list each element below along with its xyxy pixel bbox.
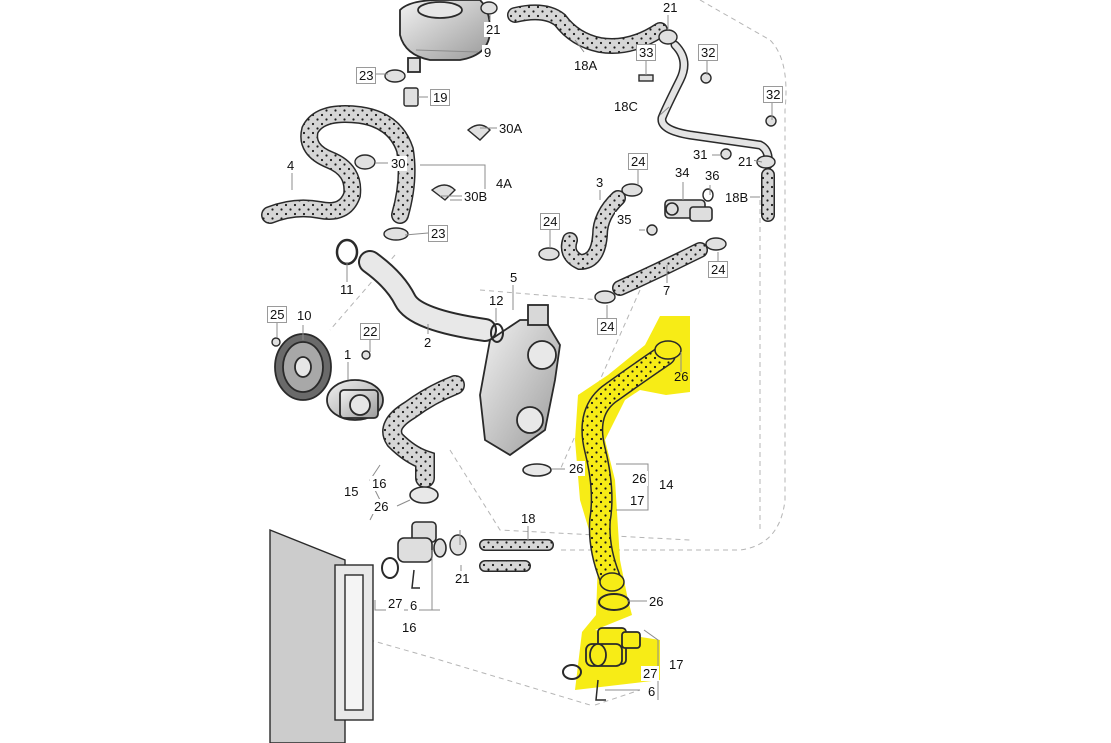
part-label-3: 3 bbox=[594, 175, 606, 190]
part-label-17-upper: 17 bbox=[628, 493, 647, 508]
part-label-32-right: 32 bbox=[763, 86, 784, 103]
o-ring-11 bbox=[335, 238, 359, 266]
part-label-26-highlight-lower: 26 bbox=[647, 594, 666, 609]
part-label-1: 1 bbox=[342, 347, 354, 362]
part-label-30b: 30B bbox=[462, 189, 490, 204]
hose-clip-26-lower bbox=[598, 593, 630, 611]
part-label-9: 9 bbox=[482, 45, 494, 60]
part-label-2: 2 bbox=[422, 335, 434, 350]
connector-34 bbox=[664, 199, 713, 222]
part-label-6-lower: 6 bbox=[646, 684, 658, 699]
part-label-26-thermostat: 26 bbox=[567, 461, 586, 476]
part-label-34: 34 bbox=[673, 165, 692, 180]
part-label-19: 19 bbox=[430, 89, 451, 106]
part-label-33: 33 bbox=[636, 44, 657, 61]
part-label-14: 14 bbox=[657, 477, 676, 492]
o-ring-12 bbox=[490, 323, 504, 343]
part-label-24-top: 24 bbox=[628, 153, 649, 170]
part-label-22: 22 bbox=[360, 323, 381, 340]
water-pump-1 bbox=[326, 379, 384, 421]
part-label-18b: 18B bbox=[723, 190, 751, 205]
part-label-18a: 18A bbox=[572, 58, 600, 73]
t-connector-17 bbox=[585, 627, 641, 667]
part-label-30a: 30A bbox=[497, 121, 525, 136]
o-ring-27-lower bbox=[562, 664, 582, 680]
hose-14-end-upper bbox=[654, 340, 682, 360]
part-label-31: 31 bbox=[691, 147, 710, 162]
part-label-21-bottom: 21 bbox=[453, 571, 472, 586]
part-label-26-highlight-top: 26 bbox=[674, 369, 689, 384]
part-label-32-top: 32 bbox=[698, 44, 719, 61]
connector-16 bbox=[397, 521, 447, 563]
part-label-23-mid: 23 bbox=[428, 225, 449, 242]
thermostat-housing bbox=[479, 304, 561, 457]
part-label-16-upper: 16 bbox=[370, 476, 389, 491]
part-label-25: 25 bbox=[267, 306, 288, 323]
part-label-17-lower: 17 bbox=[667, 657, 686, 672]
part-label-30: 30 bbox=[389, 156, 408, 171]
part-label-21-right: 21 bbox=[736, 154, 755, 169]
part-label-6-upper: 6 bbox=[408, 598, 420, 613]
part-label-12: 12 bbox=[487, 293, 506, 308]
part-label-36: 36 bbox=[703, 168, 722, 183]
clip-6-upper bbox=[411, 569, 420, 589]
part-label-15: 15 bbox=[342, 484, 361, 499]
part-label-7: 7 bbox=[661, 283, 673, 298]
part-label-10: 10 bbox=[295, 308, 314, 323]
o-ring-27-upper bbox=[381, 557, 399, 579]
part-label-24-bottom: 24 bbox=[597, 318, 618, 335]
part-label-21-right-top: 21 bbox=[661, 0, 680, 15]
radiator bbox=[269, 528, 374, 743]
expansion-tank bbox=[399, 0, 491, 73]
pulley-10 bbox=[274, 333, 332, 401]
part-label-24-left: 24 bbox=[540, 213, 561, 230]
clip-26-hose-15 bbox=[409, 486, 439, 504]
part-label-21-top: 21 bbox=[484, 22, 503, 37]
part-label-23-top: 23 bbox=[356, 67, 377, 84]
part-label-27-lower: 27 bbox=[641, 666, 660, 681]
part-label-18c: 18C bbox=[612, 99, 640, 114]
part-label-26-hose15: 26 bbox=[372, 499, 391, 514]
part-label-35: 35 bbox=[615, 212, 634, 227]
part-label-4: 4 bbox=[285, 158, 297, 173]
clip-26-thermostat bbox=[522, 463, 552, 477]
clip-6-lower bbox=[595, 679, 606, 701]
part-label-4a: 4A bbox=[494, 176, 514, 191]
pipe-18c bbox=[657, 40, 773, 170]
part-label-24-right: 24 bbox=[708, 261, 729, 278]
part-label-11: 11 bbox=[338, 282, 356, 297]
part-label-5: 5 bbox=[508, 270, 520, 285]
part-label-18: 18 bbox=[519, 511, 538, 526]
part-label-26-hose14: 26 bbox=[630, 471, 649, 486]
part-label-27-upper: 27 bbox=[386, 596, 405, 611]
small-parts bbox=[271, 1, 777, 556]
part-label-16-lower: 16 bbox=[400, 620, 419, 635]
hose-14-end-lower bbox=[599, 572, 625, 592]
